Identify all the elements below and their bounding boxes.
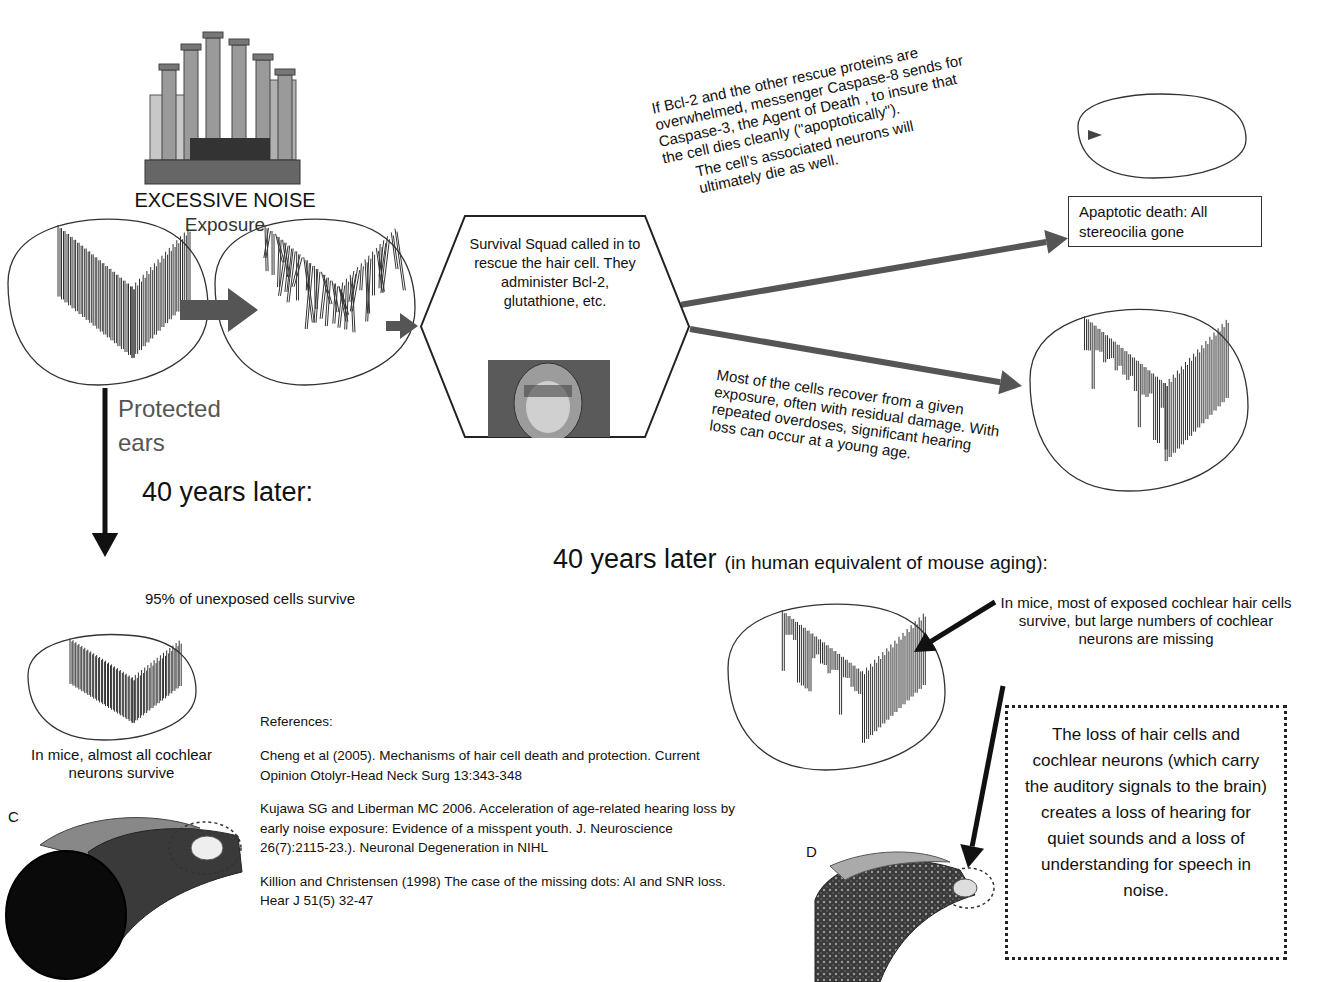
outcome-box: Apaptotic death: All stereocilia gone [1068, 196, 1262, 247]
cochlea-section [815, 852, 994, 982]
panel-letter: D [806, 843, 817, 861]
noise-icon [145, 32, 300, 184]
cochlea-section [6, 818, 242, 979]
arrow-head [960, 844, 984, 868]
time-arrow [92, 388, 118, 557]
rescuer-photo [488, 360, 610, 438]
column-capital [253, 54, 273, 60]
hair-cell-recovered [1030, 309, 1248, 491]
arrow-head [1044, 230, 1068, 254]
column-capital [203, 32, 223, 38]
organ-of-corti [191, 836, 223, 860]
node-text: Survival Squad called in to rescue the h… [465, 235, 645, 311]
stereocilia [782, 610, 925, 743]
stereocilia [70, 639, 181, 723]
connector [681, 230, 1068, 305]
time-subheading: (in human equivalent of mouse aging): [725, 552, 1048, 575]
block-arrow [386, 313, 418, 339]
column [162, 70, 176, 160]
hexagon-node: Survival Squad called in to rescue the h… [420, 215, 690, 438]
result-note: 95% of unexposed cells survive [140, 590, 360, 608]
pathway-note: Most of the cells recover from a given e… [709, 366, 1008, 474]
scala [6, 851, 126, 979]
node-text-wrap: Survival Squad called in to rescue the h… [465, 235, 645, 311]
ground [145, 160, 300, 184]
cell-outline [728, 604, 945, 770]
node-text: The loss of hair cells and cochlear neur… [1024, 722, 1268, 904]
tissue [815, 860, 975, 982]
organ-of-corti [953, 879, 977, 897]
arrow-head [998, 370, 1022, 394]
cell-outline [1078, 94, 1246, 178]
arrow-shaft [931, 602, 995, 641]
column-capital [229, 39, 249, 45]
reference: Cheng et al (2005). Mechanisms of hair c… [260, 746, 745, 785]
result-note: In mice, most of exposed cochlear hair c… [1000, 594, 1292, 648]
pointer-arrow [960, 686, 1003, 868]
stereocilia [58, 225, 190, 358]
branch-label: Protected ears [118, 392, 258, 459]
stereocilia [264, 225, 406, 332]
cell-outline [1030, 309, 1248, 491]
highlight-ring [942, 868, 994, 908]
arrow-shaft [681, 242, 1046, 305]
machine [190, 138, 270, 160]
hair-cell-healthy [8, 219, 208, 385]
panel-letter: C [8, 808, 19, 826]
cell-remnant [1088, 130, 1102, 140]
column-capital [181, 44, 201, 50]
cell-outline [8, 219, 208, 385]
hair-cell-aged-protected [28, 635, 196, 740]
column [278, 75, 292, 160]
tissue [830, 852, 950, 880]
result-note: In mice, almost all cochlear neurons sur… [4, 746, 239, 782]
hexagon-shape [421, 216, 689, 437]
column-capital [275, 69, 295, 75]
helmet [514, 363, 582, 438]
hair-cell-dead [1078, 94, 1246, 178]
arrow-shaft [103, 388, 108, 533]
column-capital [159, 64, 179, 70]
highlight-ring [169, 822, 241, 874]
arrow-shaft [972, 686, 1003, 846]
reference: Killion and Christensen (1998) The case … [260, 872, 745, 911]
cell-outline [28, 635, 196, 740]
arrow-head [914, 632, 937, 652]
references-heading: References: [260, 714, 745, 730]
hair-cell-aged-exposed [728, 604, 945, 770]
block-arrow [180, 288, 258, 332]
summary-box: The loss of hair cells and cochlear neur… [1005, 705, 1287, 960]
pointer-arrow [914, 602, 995, 652]
node-text: Apaptotic death: All stereocilia gone [1079, 202, 1251, 241]
visor [524, 385, 572, 397]
time-heading: 40 years later: [142, 476, 442, 508]
arrow-head [92, 533, 118, 557]
time-heading: 40 years later [553, 543, 717, 575]
title-text: EXCESSIVE NOISE [125, 188, 325, 212]
title-text: Exposure [125, 214, 325, 237]
stereocilia [1085, 316, 1229, 461]
reference: Kujawa SG and Liberman MC 2006. Accelera… [260, 799, 745, 858]
